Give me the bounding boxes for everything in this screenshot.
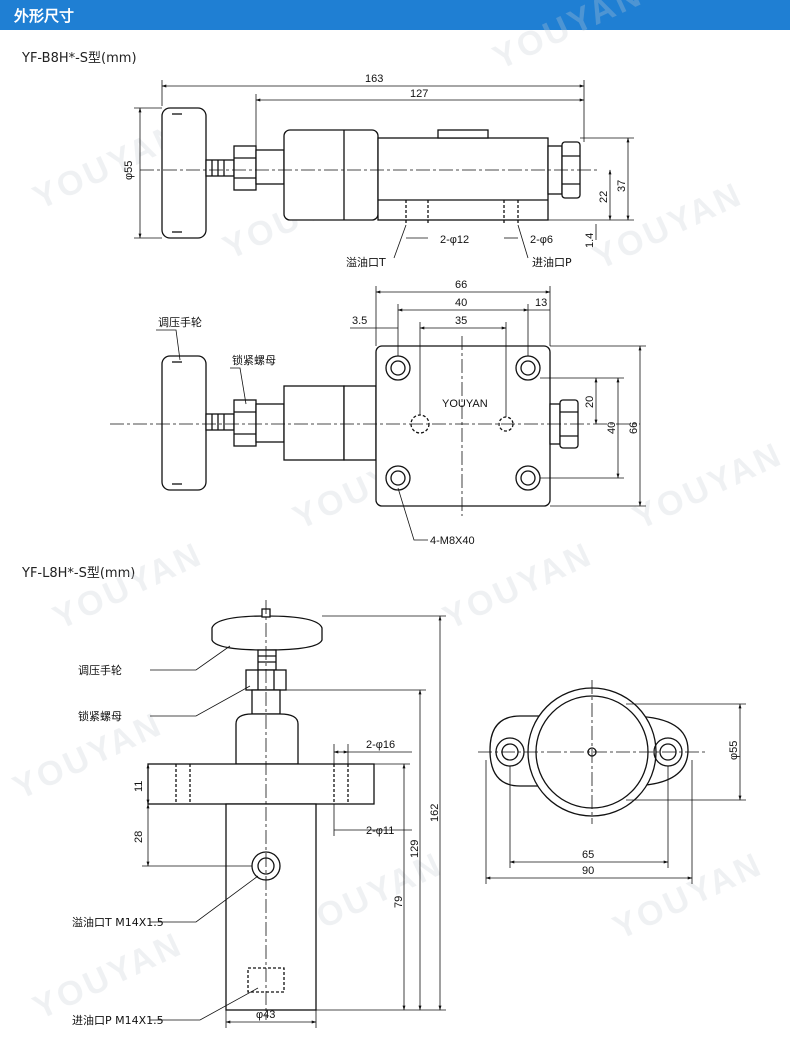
dim-40-height: 40 [606, 422, 618, 434]
dim-65: 65 [582, 849, 594, 861]
section-header: 外形尺寸 [0, 0, 790, 30]
dim-163: 163 [365, 73, 383, 85]
svg-text:YOUYAN: YOUYAN [627, 435, 788, 537]
dim-40-width: 40 [455, 297, 467, 309]
dim-handwheel-dia: φ55 [123, 161, 135, 180]
label-handwheel: 调压手轮 [158, 315, 202, 329]
dim-79: 79 [393, 896, 405, 908]
label-locknut: 锁紧螺母 [232, 353, 276, 367]
svg-text:YOUYAN: YOUYAN [487, 0, 648, 77]
view3-front-drawing [142, 600, 446, 1028]
dim-2-phi16: 2-φ16 [366, 739, 395, 751]
label-port-p-thread: 进油口P M14X1.5 [72, 1013, 164, 1027]
dim-129: 129 [409, 840, 421, 858]
label-port-t: 溢油口T [346, 255, 386, 269]
section-title: 外形尺寸 [14, 7, 75, 25]
dim-port-t-dia: 2-φ12 [440, 234, 469, 246]
dim-11: 11 [133, 781, 145, 792]
model-label-b8h: YF-B8H*-S型(mm) [22, 51, 137, 66]
dim-3-5: 3.5 [352, 315, 367, 327]
dim-13: 13 [535, 297, 547, 309]
svg-text:YOUYAN: YOUYAN [47, 535, 208, 637]
label-port-t-thread: 溢油口T M14X1.5 [72, 915, 164, 929]
svg-text:YOUYAN: YOUYAN [27, 925, 188, 1027]
label-locknut-2: 锁紧螺母 [78, 709, 122, 723]
view2-top-drawing [110, 286, 646, 541]
dim-162: 162 [429, 804, 441, 822]
label-screws: 4-M8X40 [430, 535, 475, 547]
dim-phi43: φ43 [256, 1009, 275, 1021]
dim-35: 35 [455, 315, 467, 327]
model-label-l8h: YF-L8H*-S型(mm) [22, 566, 136, 581]
dim-1-4: 1.4 [584, 233, 596, 248]
label-handwheel-2: 调压手轮 [78, 663, 122, 677]
dim-37: 37 [616, 180, 628, 192]
dim-22: 22 [598, 191, 610, 203]
svg-text:YOUYAN: YOUYAN [437, 535, 598, 637]
dim-port-p-dia: 2-φ6 [530, 234, 553, 246]
view1-side-drawing [134, 80, 634, 259]
view4-flange-drawing [478, 680, 746, 884]
svg-text:YOUYAN: YOUYAN [607, 845, 768, 947]
dim-phi55-flange: φ55 [728, 741, 740, 760]
dim-66-width: 66 [455, 279, 467, 291]
label-port-p: 进油口P [532, 255, 572, 269]
dim-66-height: 66 [628, 422, 640, 434]
svg-text:YOUYAN: YOUYAN [587, 175, 748, 277]
brand-mark: YOUYAN [442, 398, 488, 410]
dim-127: 127 [410, 88, 428, 100]
dim-20: 20 [584, 396, 596, 408]
dim-90: 90 [582, 865, 594, 877]
dim-28: 28 [133, 831, 145, 843]
dim-2-phi11: 2-φ11 [366, 825, 394, 837]
